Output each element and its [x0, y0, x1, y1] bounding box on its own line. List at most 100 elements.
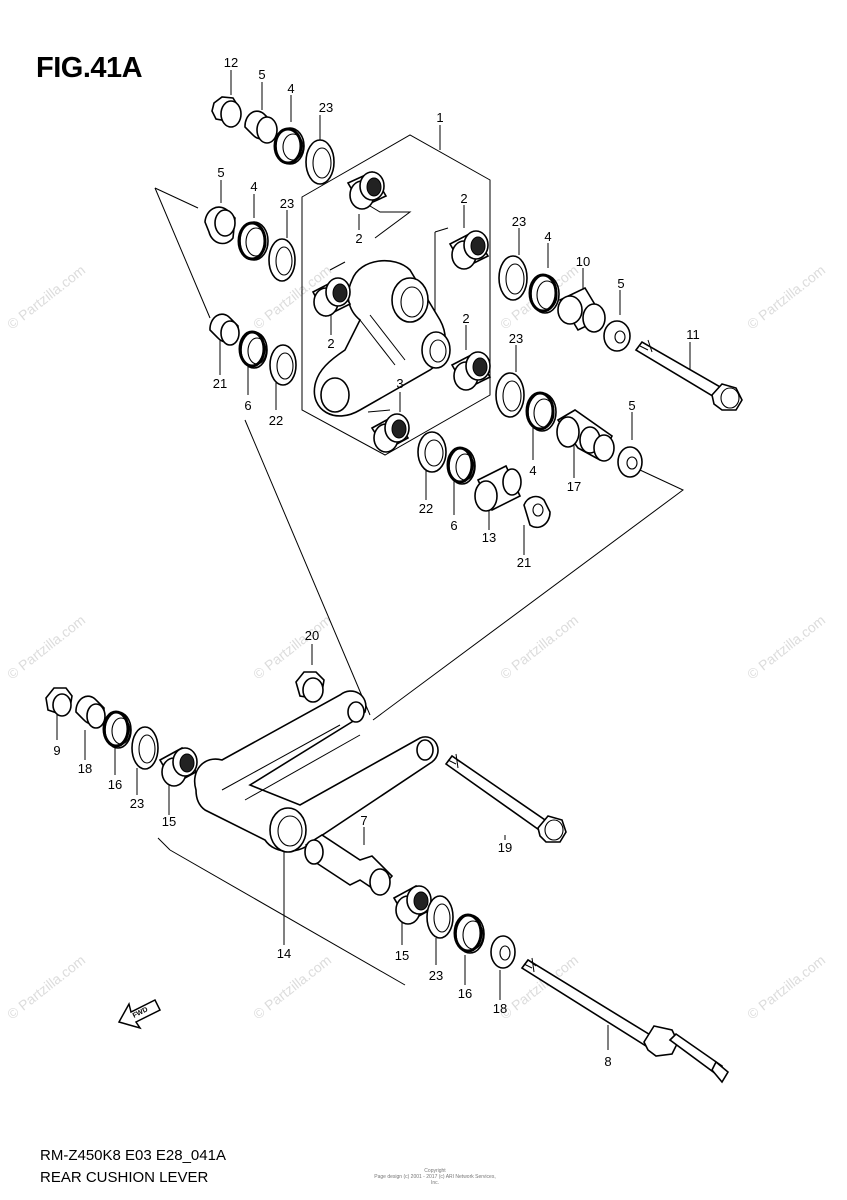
- callout-12: 12: [224, 55, 238, 70]
- fwd-arrow-icon: FWD: [117, 998, 162, 1030]
- callout-1: 1: [436, 110, 443, 125]
- washer-23-top: [305, 139, 335, 185]
- callout-23: 23: [319, 100, 333, 115]
- bolt-19: [444, 753, 567, 843]
- figure-name: REAR CUSHION LEVER: [40, 1169, 209, 1186]
- callout-13: 13: [482, 530, 496, 545]
- callout-4: 4: [287, 81, 294, 96]
- copyright-line-2: Page design (c) 2001 - 2017 (c) ARI Netw…: [374, 1174, 496, 1186]
- callout-21: 21: [517, 555, 531, 570]
- callout-9: 9: [53, 743, 60, 758]
- seal-6-left: [238, 330, 268, 369]
- watermark-text: © Partzilla.com: [744, 612, 828, 683]
- washer-23-right-b: [495, 372, 525, 418]
- spacer-5-left: [204, 206, 236, 245]
- callout-5: 5: [258, 67, 265, 82]
- bolt-8: [520, 957, 730, 1084]
- seal-4-right-b: [525, 391, 557, 432]
- spacer-5-right-a: [603, 320, 631, 352]
- callout-11: 11: [686, 327, 700, 342]
- bearing-3: [370, 413, 410, 453]
- nut-20: [295, 671, 325, 703]
- callout-5: 5: [217, 165, 224, 180]
- watermark-text: © Partzilla.com: [4, 262, 88, 333]
- nut-12: [211, 96, 242, 128]
- watermark-text: © Partzilla.com: [744, 262, 828, 333]
- callout-4: 4: [250, 179, 257, 194]
- spacer-21-lower: [523, 495, 551, 529]
- lever-outline-box: [301, 134, 491, 456]
- spacer-5-right-b: [617, 446, 643, 478]
- callout-23: 23: [130, 796, 144, 811]
- callout-6: 6: [244, 398, 251, 413]
- callout-15: 15: [395, 948, 409, 963]
- bearing-2-d: [450, 351, 492, 391]
- callout-2: 2: [355, 231, 362, 246]
- callout-21: 21: [213, 376, 227, 391]
- callout-4: 4: [544, 229, 551, 244]
- callout-23: 23: [429, 968, 443, 983]
- collar-10: [557, 286, 606, 333]
- seal-16-left: [102, 710, 132, 749]
- spacer-21-left: [209, 313, 240, 346]
- callout-17: 17: [567, 479, 581, 494]
- callout-7: 7: [360, 813, 367, 828]
- callout-5: 5: [628, 398, 635, 413]
- watermark-text: © Partzilla.com: [4, 952, 88, 1023]
- callout-23: 23: [512, 214, 526, 229]
- seal-4-top: [273, 127, 305, 165]
- nut-9: [45, 687, 73, 717]
- washer-23-right-a: [498, 255, 528, 301]
- watermark-text: © Partzilla.com: [250, 952, 334, 1023]
- cushion-rod-14: [193, 690, 439, 853]
- bearing-15-left: [158, 746, 198, 787]
- washer-22-lower: [417, 431, 447, 473]
- collar-13: [474, 464, 522, 512]
- washer-23-lower-right: [426, 895, 454, 939]
- callout-23: 23: [509, 331, 523, 346]
- seal-16-right: [453, 913, 485, 954]
- watermark-text: © Partzilla.com: [497, 612, 581, 683]
- callout-22: 22: [269, 413, 283, 428]
- seal-4-right-a: [528, 273, 560, 314]
- callout-10: 10: [576, 254, 590, 269]
- bolt-11: [634, 339, 743, 411]
- bearing-15-right: [392, 884, 432, 925]
- seal-4-left: [237, 221, 269, 261]
- cushion-lever-1: [313, 259, 451, 417]
- callout-2: 2: [327, 336, 334, 351]
- callout-16: 16: [108, 777, 122, 792]
- copyright-line-1: Copyright: [424, 1168, 446, 1174]
- callout-3: 3: [396, 376, 403, 391]
- callout-19: 19: [498, 840, 512, 855]
- bearing-2-c: [311, 277, 352, 318]
- bearing-2-a: [346, 170, 388, 210]
- seal-6-lower: [446, 446, 476, 485]
- watermark-text: © Partzilla.com: [250, 612, 334, 683]
- callout-18: 18: [493, 1001, 507, 1016]
- callout-2: 2: [460, 191, 467, 206]
- callout-22: 22: [419, 501, 433, 516]
- washer-23-left: [268, 238, 296, 282]
- copyright-notice: Copyright Page design (c) 2001 - 2017 (c…: [370, 1168, 500, 1186]
- watermark-text: © Partzilla.com: [4, 612, 88, 683]
- leader-lines: [56, 70, 691, 1050]
- collar-17: [556, 409, 615, 462]
- callout-2: 2: [462, 311, 469, 326]
- figure-title: FIG.41A: [36, 52, 143, 84]
- spacer-5-top: [244, 110, 278, 144]
- callout-16: 16: [458, 986, 472, 1001]
- callout-15: 15: [162, 814, 176, 829]
- callout-18: 18: [78, 761, 92, 776]
- callout-8: 8: [604, 1054, 611, 1069]
- spacer-18-right: [490, 935, 516, 969]
- callout-20: 20: [305, 628, 319, 643]
- bearing-2-b: [448, 230, 490, 270]
- washer-23-lower-left: [131, 726, 159, 770]
- callout-4: 4: [529, 463, 536, 478]
- figure-code: RM-Z450K8 E03 E28_041A: [40, 1147, 226, 1164]
- watermark-text: © Partzilla.com: [744, 952, 828, 1023]
- collar-7: [304, 834, 394, 896]
